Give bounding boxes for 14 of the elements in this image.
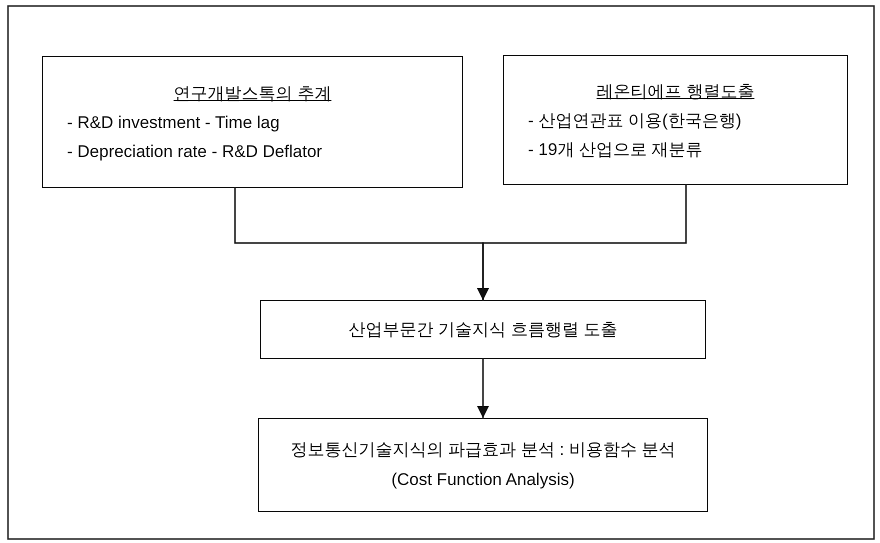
box-text: 정보통신기술지식의 파급효과 분석 : 비용함수 분석(Cost Function Analysis) — [289, 439, 677, 491]
box-heading: 레온티에프 행렬도출 — [596, 80, 756, 102]
bullet-item: - 산업연관표 이용(한국은행) — [527, 110, 742, 132]
process-box — [260, 300, 706, 359]
box-text: 산업부문간 기술지식 흐름행렬 도출 — [347, 318, 619, 340]
bullet-item: - Depreciation rate - R&D Deflator — [66, 140, 324, 162]
connector-arrow — [477, 359, 489, 418]
bullet-item: - R&D investment - Time lag — [66, 112, 281, 134]
process-box — [503, 55, 848, 185]
process-box — [42, 56, 463, 188]
process-box — [258, 418, 708, 512]
bullet-item: - 19개 산업으로 재분류 — [527, 138, 704, 160]
connector-arrow — [477, 185, 687, 300]
box-heading: 연구개발스톡의 추계 — [172, 82, 332, 104]
